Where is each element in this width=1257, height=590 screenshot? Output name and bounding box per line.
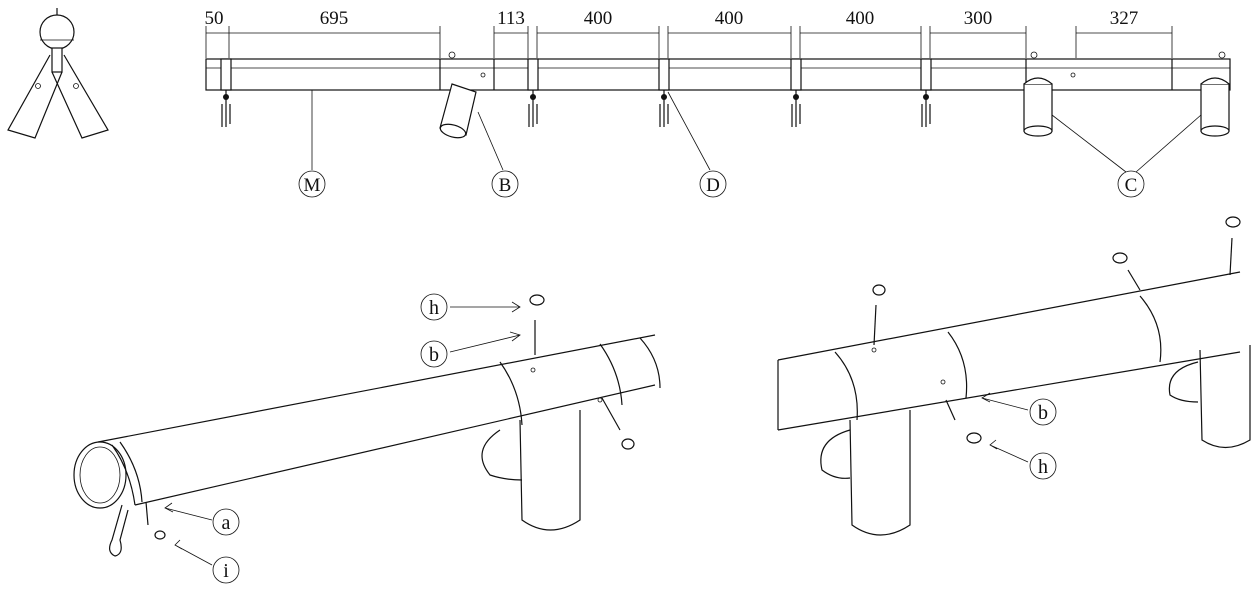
callout-a: a <box>212 508 240 536</box>
a-frame-side-view <box>7 8 109 139</box>
left-assembly-view: h b a i <box>73 293 661 584</box>
svg-text:a: a <box>222 512 231 534</box>
hook-clamp-2 <box>527 58 539 127</box>
socket-c-right <box>1200 77 1230 137</box>
hook-clamp-5 <box>920 58 932 127</box>
svg-text:b: b <box>429 344 439 366</box>
dim-label: 400 <box>584 8 613 29</box>
dimension-lines: 50 695 113 400 400 400 300 327 <box>205 8 1173 58</box>
callout-h-right: h <box>1029 452 1057 480</box>
socket-c-left <box>1023 77 1053 137</box>
dim-label: 400 <box>846 8 875 29</box>
svg-text:M: M <box>304 175 321 196</box>
part-label-b: B <box>491 170 519 198</box>
dim-label: 695 <box>320 8 349 29</box>
dim-label: 400 <box>715 8 744 29</box>
right-assembly-view: b h <box>777 216 1251 536</box>
callout-h-left: h <box>420 293 448 321</box>
svg-text:B: B <box>499 175 512 196</box>
hook-clamp-1 <box>220 58 232 127</box>
dim-label: 300 <box>964 8 993 29</box>
svg-text:h: h <box>429 297 439 319</box>
callout-b-left: b <box>420 340 448 368</box>
svg-text:D: D <box>706 175 720 196</box>
svg-text:h: h <box>1038 456 1048 478</box>
svg-text:b: b <box>1038 402 1048 424</box>
callout-b-right: b <box>1029 398 1057 426</box>
dim-label: 327 <box>1110 8 1139 29</box>
svg-text:C: C <box>1125 175 1138 196</box>
hook-clamp-4 <box>790 58 802 127</box>
part-label-c: C <box>1117 170 1145 198</box>
dim-label: 50 <box>205 8 224 29</box>
part-labels: M B D C <box>298 170 1145 198</box>
part-label-d: D <box>699 170 727 198</box>
dim-label: 113 <box>497 8 525 29</box>
svg-text:i: i <box>223 560 229 582</box>
socket-b <box>439 83 477 139</box>
callout-i: i <box>212 556 240 584</box>
part-label-m: M <box>298 170 326 198</box>
hook-clamp-3 <box>658 58 670 127</box>
beam-elevation <box>205 51 1231 173</box>
